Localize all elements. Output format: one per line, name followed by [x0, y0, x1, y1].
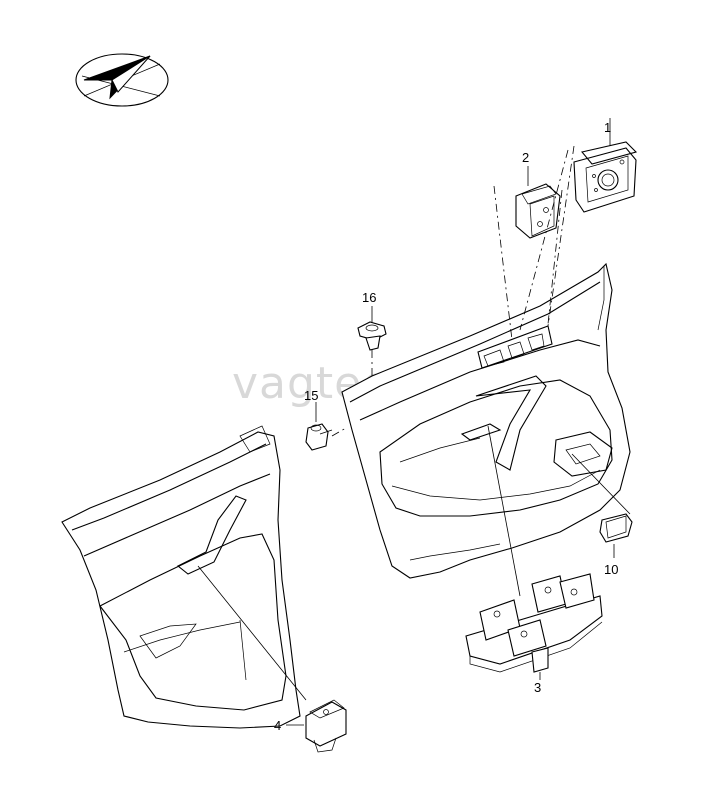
part-4-label: 4 [274, 718, 281, 733]
part-1-mirror-switch [573, 118, 638, 213]
part-16-label: 16 [362, 290, 376, 305]
part-3-label: 3 [534, 680, 541, 695]
part-15-label: 15 [304, 388, 318, 403]
part-15-button [305, 402, 333, 451]
rear-door-panel [61, 425, 301, 729]
part-10-switch [599, 513, 633, 558]
part-2-label: 2 [522, 150, 529, 165]
part-3-window-switch [465, 573, 603, 680]
part-1-label: 1 [604, 120, 611, 135]
part-4-switch [286, 699, 347, 753]
part-10-label: 10 [604, 562, 618, 577]
part-16-clip [357, 306, 387, 351]
front-door-panel [341, 262, 631, 579]
leader-lines [197, 145, 631, 701]
direction-logo-icon [75, 53, 169, 107]
part-2-switch [515, 166, 561, 239]
